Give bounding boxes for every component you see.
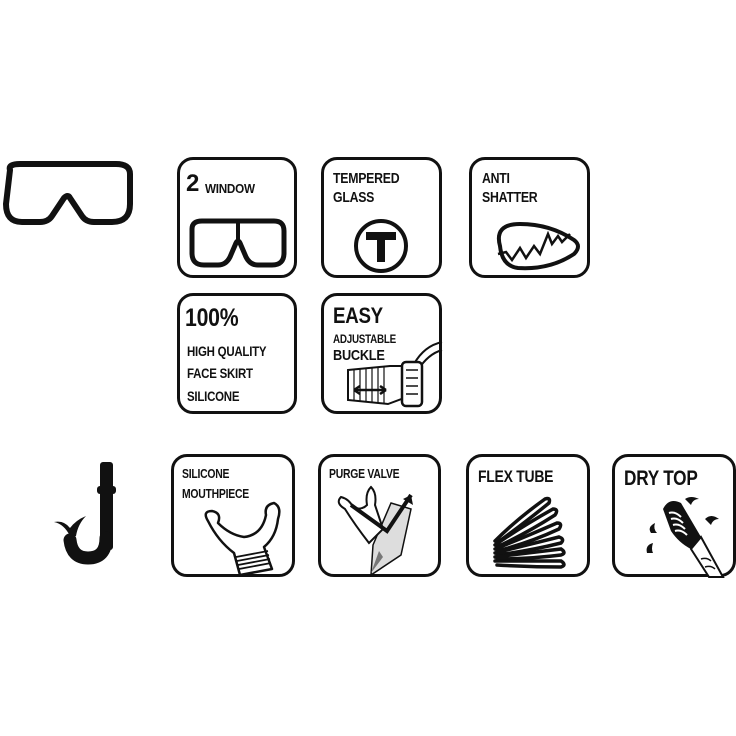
flex-tube-icon: [493, 496, 566, 569]
feature-card-silicone-mouthpiece: SILICONE MOUTHPIECE: [171, 454, 295, 577]
tempered-glass-t-icon: [354, 219, 408, 273]
adjustable-buckle-icon: [347, 341, 443, 408]
feature-card-2-window: 2 WINDOW: [177, 157, 297, 278]
feature-card-purge-valve: PURGE VALVE: [318, 454, 441, 577]
feature-label-line2: SHATTER: [482, 189, 538, 206]
feature-label-line1: HIGH QUALITY: [187, 343, 267, 359]
two-window-mask-icon: [189, 218, 287, 268]
feature-label-line1: FLEX TUBE: [478, 467, 554, 486]
feature-card-anti-shatter: ANTI SHATTER: [469, 157, 590, 278]
feature-label-line2: BUCKLE: [333, 347, 385, 364]
feature-label-line1: DRY TOP: [624, 467, 698, 490]
feature-label-line1: TEMPERED: [333, 170, 400, 187]
feature-label-line3: SILICONE: [187, 388, 240, 404]
feature-card-flex-tube: FLEX TUBE: [466, 454, 590, 577]
feature-label-line2: FACE SKIRT: [187, 365, 253, 381]
feature-label-line1: ANTI: [482, 170, 510, 187]
feature-card-easy-buckle: EASY ADJUSTABLE BUCKLE: [321, 293, 443, 414]
feature-label: WINDOW: [205, 181, 255, 196]
feature-card-silicone-skirt: 100% HIGH QUALITY FACE SKIRT SILICONE: [177, 293, 297, 414]
dive-mask-icon: [3, 161, 133, 225]
feature-label-line2: MOUTHPIECE: [182, 486, 249, 501]
snorkel-icon: [54, 462, 116, 565]
mouthpiece-icon: [204, 501, 281, 577]
feature-label-line1: SILICONE: [182, 466, 230, 481]
feature-label-big: 100%: [185, 304, 239, 332]
feature-label-big: EASY: [333, 303, 383, 328]
dry-top-icon: [646, 497, 725, 578]
shatter-lens-icon: [497, 221, 580, 271]
feature-label-line1: ADJUSTABLE: [333, 332, 396, 346]
feature-card-dry-top: DRY TOP: [612, 454, 736, 578]
feature-label-line2: GLASS: [333, 189, 375, 206]
feature-label-line1: PURGE VALVE: [329, 466, 400, 481]
feature-card-tempered-glass: TEMPERED GLASS: [321, 157, 442, 278]
purge-valve-icon: [337, 485, 413, 577]
feature-label-big: 2: [186, 170, 200, 197]
